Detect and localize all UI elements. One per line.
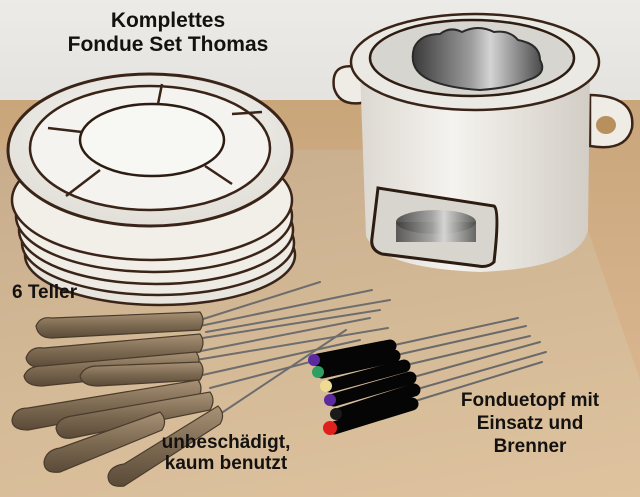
title-label: Komplettes Fondue Set Thomas [58, 9, 278, 56]
pot-line-1: Fonduetopf mit [460, 390, 600, 411]
title-line-2: Fondue Set Thomas [67, 32, 269, 56]
black-forks [308, 317, 547, 435]
pot-label: Fonduetopf mit Einsatz und Brenner [430, 390, 630, 458]
pot-line-2: Einsatz und [476, 412, 584, 434]
condition-label: unbeschädigt, kaum benutzt [128, 432, 324, 475]
condition-line-2: kaum benutzt [164, 453, 288, 475]
wooden-forks [11, 281, 391, 487]
plates-label: 6 Teller [12, 282, 77, 303]
pot-line-3: Brenner [493, 435, 567, 457]
condition-line-1: unbeschädigt, [161, 432, 291, 453]
fondue-pot [332, 12, 634, 272]
plates-text: 6 Teller [12, 282, 78, 303]
title-line-1: Komplettes [110, 9, 226, 32]
plate-stack [6, 72, 297, 307]
